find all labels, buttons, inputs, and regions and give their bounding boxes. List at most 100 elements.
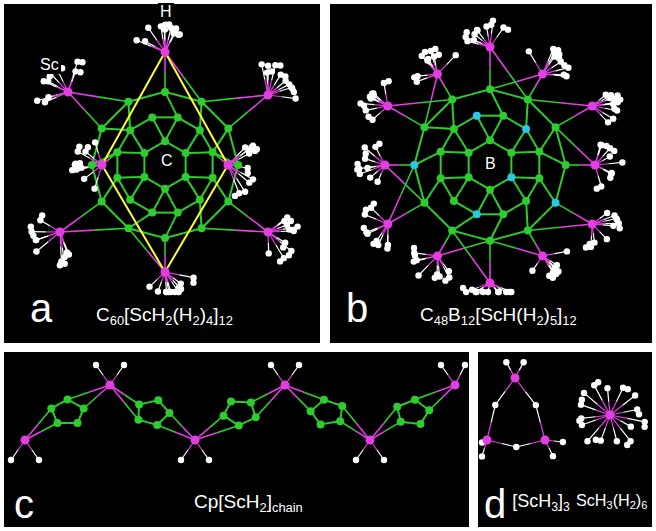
subscript: 6 — [641, 499, 647, 511]
carbon-atom — [154, 396, 162, 404]
carbon-atom — [47, 404, 55, 412]
scandium-atom — [106, 381, 115, 390]
hydrogen-atom — [513, 444, 519, 450]
carbon-atom — [209, 174, 217, 182]
hydrogen-atom — [353, 457, 359, 463]
boron-atom — [473, 112, 481, 120]
hydrogen-atom — [190, 279, 196, 285]
bond — [202, 228, 235, 230]
atom-label: B — [483, 155, 498, 173]
hydrogen-atom — [280, 244, 286, 250]
formula-caption: ScH3(H2)6 — [576, 492, 647, 510]
hydrogen-atom — [608, 171, 614, 177]
hydrogen-atom — [79, 59, 85, 65]
carbon-atom — [174, 209, 182, 217]
hydrogen-atom — [258, 61, 264, 67]
carbon-atom — [135, 400, 143, 408]
panel-ground — [476, 350, 654, 529]
subscript: 4 — [206, 313, 213, 328]
hydrogen-atom — [245, 170, 251, 176]
carbon-atom — [148, 209, 156, 217]
carbon-atom — [437, 148, 445, 156]
carbon-atom — [320, 396, 328, 404]
hydrogen-atom — [584, 438, 590, 444]
carbon-atom — [411, 396, 419, 404]
subscript: 3 — [563, 500, 570, 514]
carbon-atom — [224, 198, 232, 206]
hydrogen-atom — [277, 258, 283, 264]
hydrogen-atom — [479, 453, 485, 459]
carbon-atom — [234, 161, 242, 169]
atom-label: Sc — [38, 56, 61, 74]
carbon-atom — [161, 88, 169, 96]
hydrogen-atom — [597, 142, 603, 148]
hydrogen-atom — [526, 48, 532, 54]
hydrogen-atom — [593, 437, 599, 443]
bond — [560, 224, 592, 227]
hydrogen-atom — [286, 252, 292, 258]
hydrogen-atom — [371, 200, 377, 206]
hydrogen-atom — [47, 73, 53, 79]
hydrogen-atom — [177, 31, 183, 37]
hydrogen-atom — [268, 362, 274, 368]
hydrogen-atom — [282, 78, 288, 84]
figure-panel: cCp[ScH2]chain — [2, 350, 471, 529]
hydrogen-atom — [91, 185, 97, 191]
hydrogen-atom — [625, 386, 631, 392]
hydrogen-atom — [550, 270, 556, 276]
subscript: 2 — [259, 500, 266, 515]
bond — [405, 184, 425, 203]
hydrogen-atom — [628, 423, 634, 429]
scandium-atom — [486, 43, 495, 52]
carbon-atom — [73, 419, 81, 427]
hydrogen-atom — [552, 264, 558, 270]
carbon-atom — [397, 418, 405, 426]
hydrogen-atom — [162, 26, 168, 32]
carbon-atom — [220, 412, 228, 420]
hydrogen-atom — [610, 116, 616, 122]
scandium-atom — [281, 381, 290, 390]
carbon-atom — [437, 174, 445, 182]
formula-caption: C60[ScH2(H2)4]12 — [96, 305, 233, 326]
hydrogen-atom — [385, 78, 391, 84]
bond — [509, 73, 528, 99]
boron-atom — [473, 210, 481, 218]
subscript: 3 — [551, 500, 558, 514]
scandium-atom — [224, 161, 233, 170]
carbon-atom — [247, 399, 255, 407]
bond — [528, 99, 560, 102]
carbon-atom — [535, 174, 543, 182]
hydrogen-atom — [490, 17, 496, 23]
carbon-atom — [113, 174, 121, 182]
panel-letter: c — [14, 482, 34, 526]
hydrogen-atom — [376, 141, 382, 147]
bond — [490, 47, 509, 73]
hydrogen-atom — [594, 185, 600, 191]
hydrogen-atom — [34, 98, 40, 104]
panel-ground — [328, 2, 654, 345]
carbon-atom — [486, 85, 494, 93]
hydrogen-atom — [361, 103, 367, 109]
carbon-atom — [182, 173, 190, 181]
carbon-atom — [499, 112, 507, 120]
carbon-atom — [420, 199, 428, 207]
panel-letter: d — [484, 482, 506, 526]
carbon-atom — [465, 149, 473, 157]
hydrogen-atom — [58, 258, 64, 264]
hydrogen-atom — [266, 250, 272, 256]
hydrogen-atom — [442, 277, 448, 283]
hydrogen-atom — [93, 362, 99, 368]
hydrogen-atom — [632, 392, 638, 398]
hydrogen-atom — [142, 38, 148, 44]
hydrogen-atom — [614, 107, 620, 113]
bond — [128, 228, 146, 250]
carbon-atom — [161, 234, 169, 242]
hydrogen-atom — [28, 224, 34, 230]
carbon-atom — [450, 125, 458, 133]
scandium-atom — [366, 436, 375, 445]
hydrogen-atom — [464, 38, 470, 44]
scandium-atom — [433, 70, 442, 79]
hydrogen-atom — [579, 397, 585, 403]
hydrogen-atom — [595, 379, 601, 385]
bond — [560, 103, 592, 106]
